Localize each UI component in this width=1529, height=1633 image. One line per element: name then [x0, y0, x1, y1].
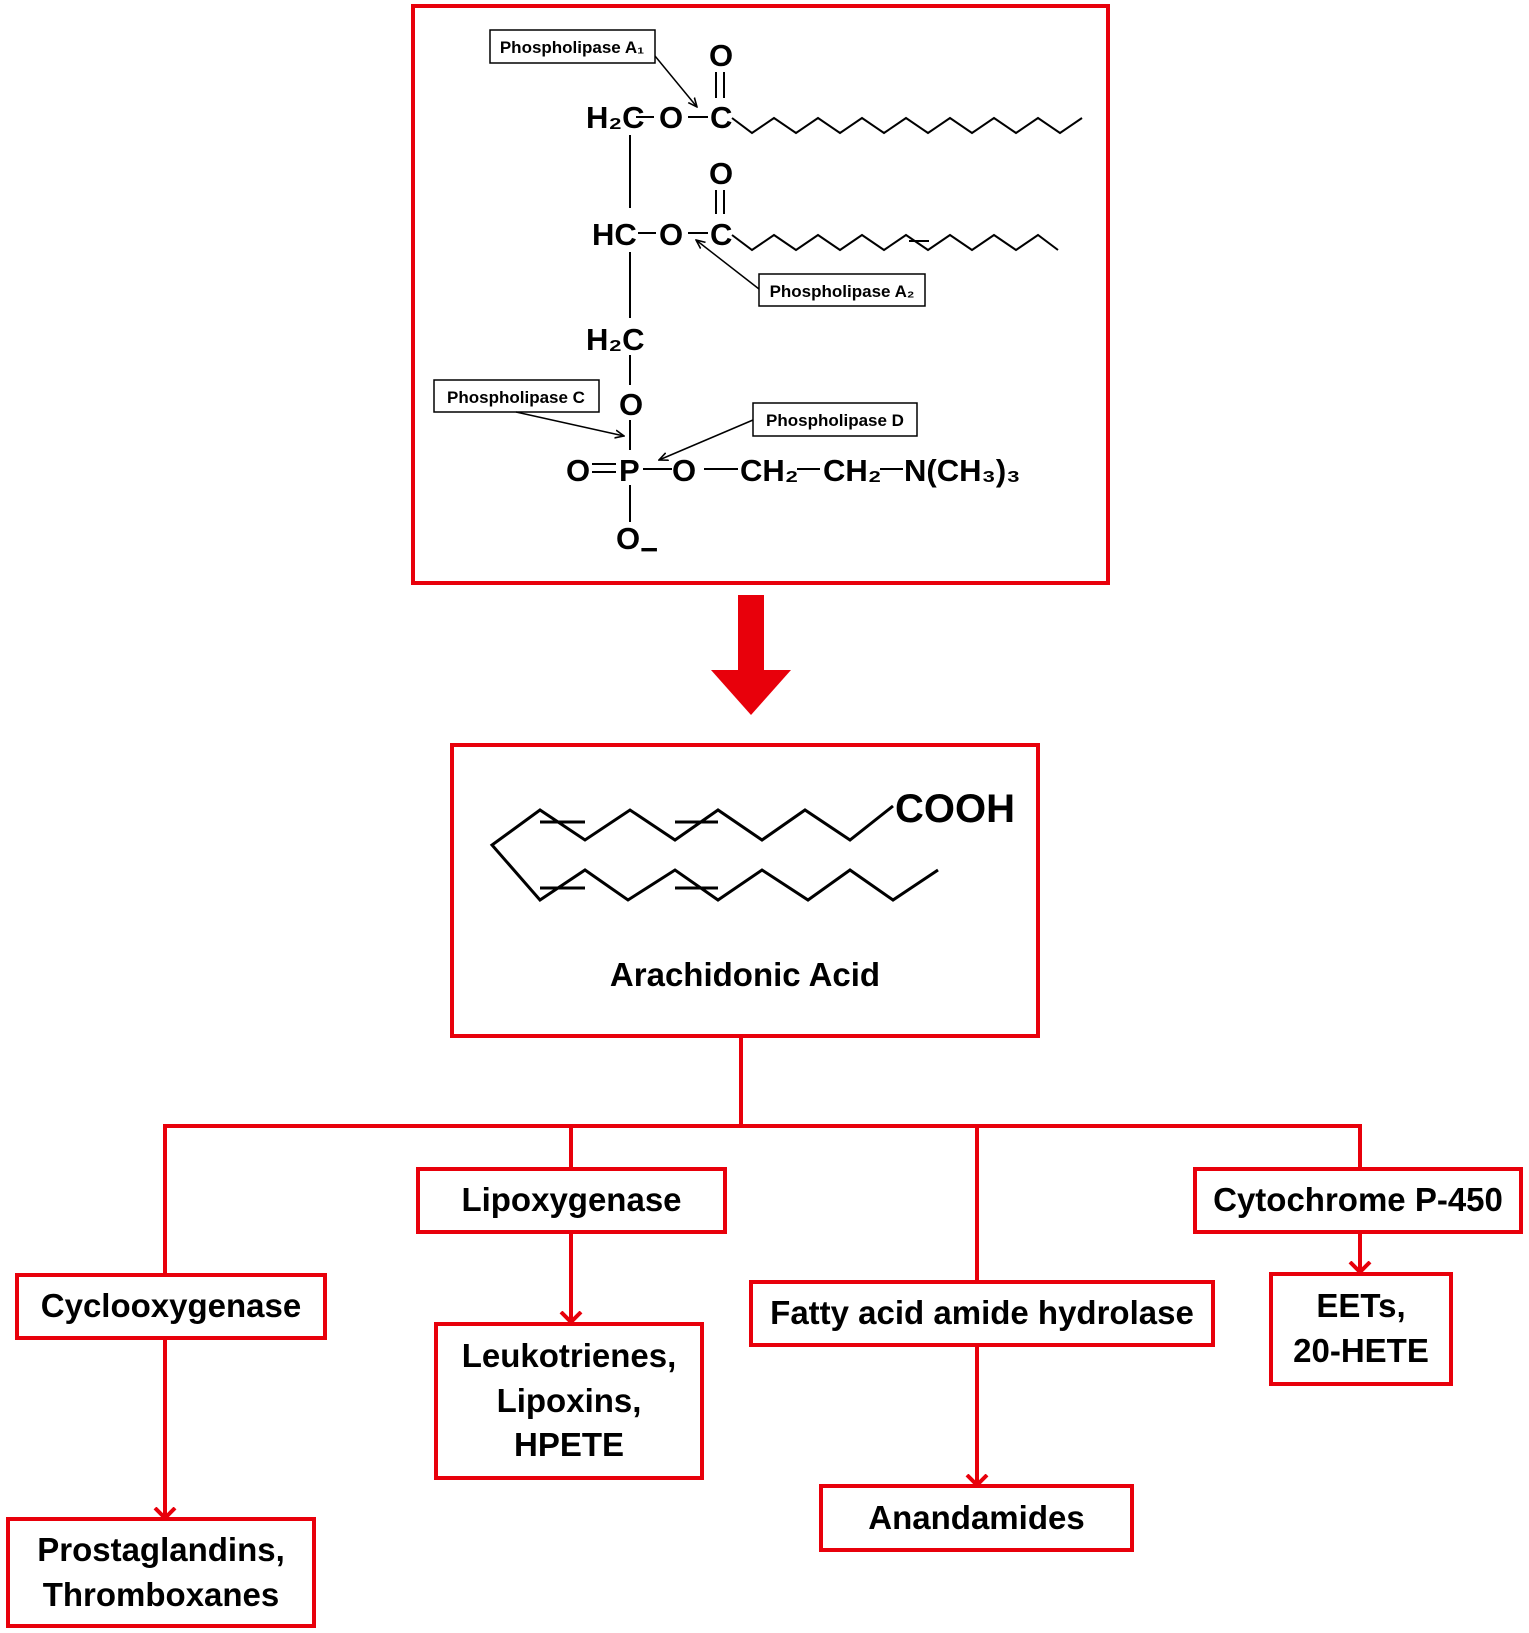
pla1-arrow	[654, 55, 697, 107]
arachidonic-acid-structure: COOH	[489, 787, 1015, 902]
product-anandamides: Anandamides	[868, 1498, 1085, 1536]
arachidonic-acid-label: Arachidonic Acid	[609, 955, 881, 993]
drop-cyp	[1358, 1124, 1362, 1170]
product-leukotrienes: Leukotrienes,	[461, 1337, 677, 1375]
branch-bar	[163, 1124, 1362, 1128]
pla2-arrow	[696, 240, 760, 290]
atom-p-ester-o: O	[672, 453, 696, 488]
product-20-hete: 20-HETE	[1293, 1332, 1429, 1369]
atom-carbonyl-c-2: C	[710, 217, 732, 252]
product-thromboxanes: Thromboxanes	[42, 1575, 280, 1613]
atom-p-o-minus: O	[616, 521, 640, 556]
arachidonic-acid-box	[450, 743, 1040, 1038]
lox-products-box: Leukotrienes, Lipoxins, HPETE	[434, 1322, 704, 1480]
faah-products-box: Anandamides	[819, 1484, 1134, 1552]
atom-ester-o-2: O	[659, 217, 683, 252]
lipoxygenase-box: Lipoxygenase	[416, 1167, 727, 1234]
acyl-chain-1	[731, 116, 1083, 135]
atom-phosphorus: P	[619, 453, 640, 488]
atom-hc: HC	[592, 217, 637, 252]
atom-carbonyl-o-1: O	[709, 38, 733, 73]
enzyme-label-pla1: Phospholipase A₁	[489, 29, 656, 64]
atom-ester-o-1: O	[659, 100, 683, 135]
conversion-arrow	[711, 595, 791, 715]
atom-carbonyl-c-1: C	[710, 100, 732, 135]
drop-faah	[975, 1124, 979, 1283]
trunk-connector	[739, 1038, 743, 1126]
product-prostaglandins: Prostaglandins,	[37, 1530, 285, 1568]
atom-p-double-o: O	[566, 453, 590, 488]
cyclooxygenase-box: Cyclooxygenase	[15, 1273, 327, 1340]
fatty-acid-amide-hydrolase-box: Fatty acid amide hydrolase	[749, 1280, 1215, 1347]
cytochrome-p450-box: Cytochrome P-450	[1193, 1167, 1523, 1234]
drop-lox	[569, 1124, 573, 1170]
atom-h2c-1: H₂C	[586, 100, 645, 135]
atom-h2c-3: H₂C	[586, 322, 645, 357]
svg-text:Phospholipase A₂: Phospholipase A₂	[770, 282, 915, 301]
atom-ch2-a: CH₂	[740, 453, 799, 488]
svg-text:Phospholipase A₁: Phospholipase A₁	[500, 38, 644, 57]
svg-text:Phospholipase C: Phospholipase C	[447, 388, 585, 407]
product-eets: EETs,	[1316, 1287, 1406, 1325]
phospholipid-structure: H₂C O C O HC O C O H₂C O P O O CH₂ CH₂ N…	[433, 29, 1083, 567]
atom-phosphate-link-o: O	[619, 387, 643, 422]
plc-arrow	[515, 411, 624, 436]
drop-cox	[163, 1124, 167, 1276]
svg-text:Phospholipase D: Phospholipase D	[766, 411, 904, 430]
atom-ch2-b: CH₂	[823, 453, 882, 488]
acyl-chain-2	[731, 233, 1059, 252]
pld-arrow	[659, 419, 754, 460]
negative-charge: −	[640, 532, 658, 567]
product-lipoxins: Lipoxins,	[496, 1381, 642, 1419]
enzyme-label-pld: Phospholipase D	[752, 402, 918, 437]
cyp-products-box: EETs, 20-HETE	[1269, 1272, 1453, 1386]
atom-choline-n: N(CH₃)₃	[904, 453, 1020, 488]
atom-carbonyl-o-2: O	[709, 156, 733, 191]
enzyme-label-pla2: Phospholipase A₂	[758, 273, 926, 307]
enzyme-label-plc: Phospholipase C	[433, 379, 600, 413]
carboxyl-group: COOH	[895, 787, 1015, 831]
cox-products-box: Prostaglandins, Thromboxanes	[6, 1517, 316, 1628]
product-hpete: HPETE	[513, 1426, 625, 1464]
